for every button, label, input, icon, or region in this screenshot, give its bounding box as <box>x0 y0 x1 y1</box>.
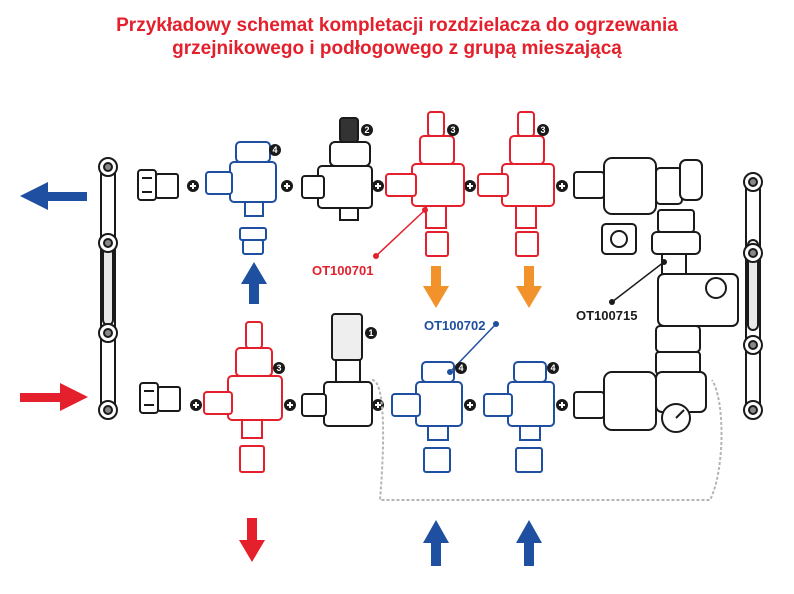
badge-3-top-2: 3 <box>537 124 549 136</box>
blue-return-valve-bottom-2 <box>483 361 555 473</box>
mixing-valve-top <box>573 157 703 255</box>
badge-4-bottom-2-text: 4 <box>550 363 555 373</box>
callout-label-ot100702: OT100702 <box>424 318 485 333</box>
mixing-valve-bottom <box>573 371 707 433</box>
blue-return-valve-bottom-1 <box>391 361 463 473</box>
title-line-2: grzejnikowego i podłogowego z grupą mies… <box>172 38 622 59</box>
callout-label-ot100715: OT100715 <box>576 308 637 323</box>
end-cap-top-left <box>137 169 179 201</box>
end-cap-bottom-left <box>139 382 181 414</box>
outflow-arrow-left <box>20 182 87 210</box>
air-vent-valve-top <box>301 117 373 221</box>
badge-3-top-2-text: 3 <box>540 125 545 135</box>
badge-4-top: 4 <box>269 144 281 156</box>
up-arrow-blue-top <box>241 262 267 304</box>
badge-1-bottom-text: 1 <box>368 328 373 338</box>
left-bracket <box>98 157 118 420</box>
down-arrow-red-bottom <box>239 518 265 562</box>
badge-3-bottom-text: 3 <box>276 363 281 373</box>
badge-4-bottom-2: 4 <box>547 362 559 374</box>
red-supply-valve-top-2 <box>477 111 555 257</box>
inflow-arrow-left <box>20 383 88 411</box>
badge-2-top: 2 <box>361 124 373 136</box>
badge-3-bottom: 3 <box>273 362 285 374</box>
badge-2-top-text: 2 <box>364 125 369 135</box>
red-supply-valve-bottom <box>203 321 283 473</box>
down-arrow-orange-2 <box>516 266 542 308</box>
actuator-bottom <box>301 313 373 427</box>
badge-3-top-1-text: 3 <box>450 125 455 135</box>
callout-lines <box>373 207 667 375</box>
blue-return-valve-top <box>205 141 277 255</box>
circulation-pump <box>651 209 739 375</box>
badge-3-top-1: 3 <box>447 124 459 136</box>
red-supply-valve-top-1 <box>385 111 465 257</box>
plus-signs <box>190 183 565 408</box>
callout-label-ot100701: OT100701 <box>312 263 373 278</box>
badge-1-bottom: 1 <box>365 327 377 339</box>
badge-4-top-text: 4 <box>272 145 277 155</box>
down-arrow-orange-1 <box>423 266 449 308</box>
badge-4-bottom-1-text: 4 <box>458 363 463 373</box>
right-bracket <box>743 172 763 420</box>
diagram-title: Przykładowy schemat kompletacji rozdziel… <box>0 14 794 60</box>
up-arrow-blue-bottom-2 <box>516 520 542 566</box>
up-arrow-blue-bottom-1 <box>423 520 449 566</box>
badge-4-bottom-1: 4 <box>455 362 467 374</box>
title-line-1: Przykładowy schemat kompletacji rozdziel… <box>116 15 678 36</box>
